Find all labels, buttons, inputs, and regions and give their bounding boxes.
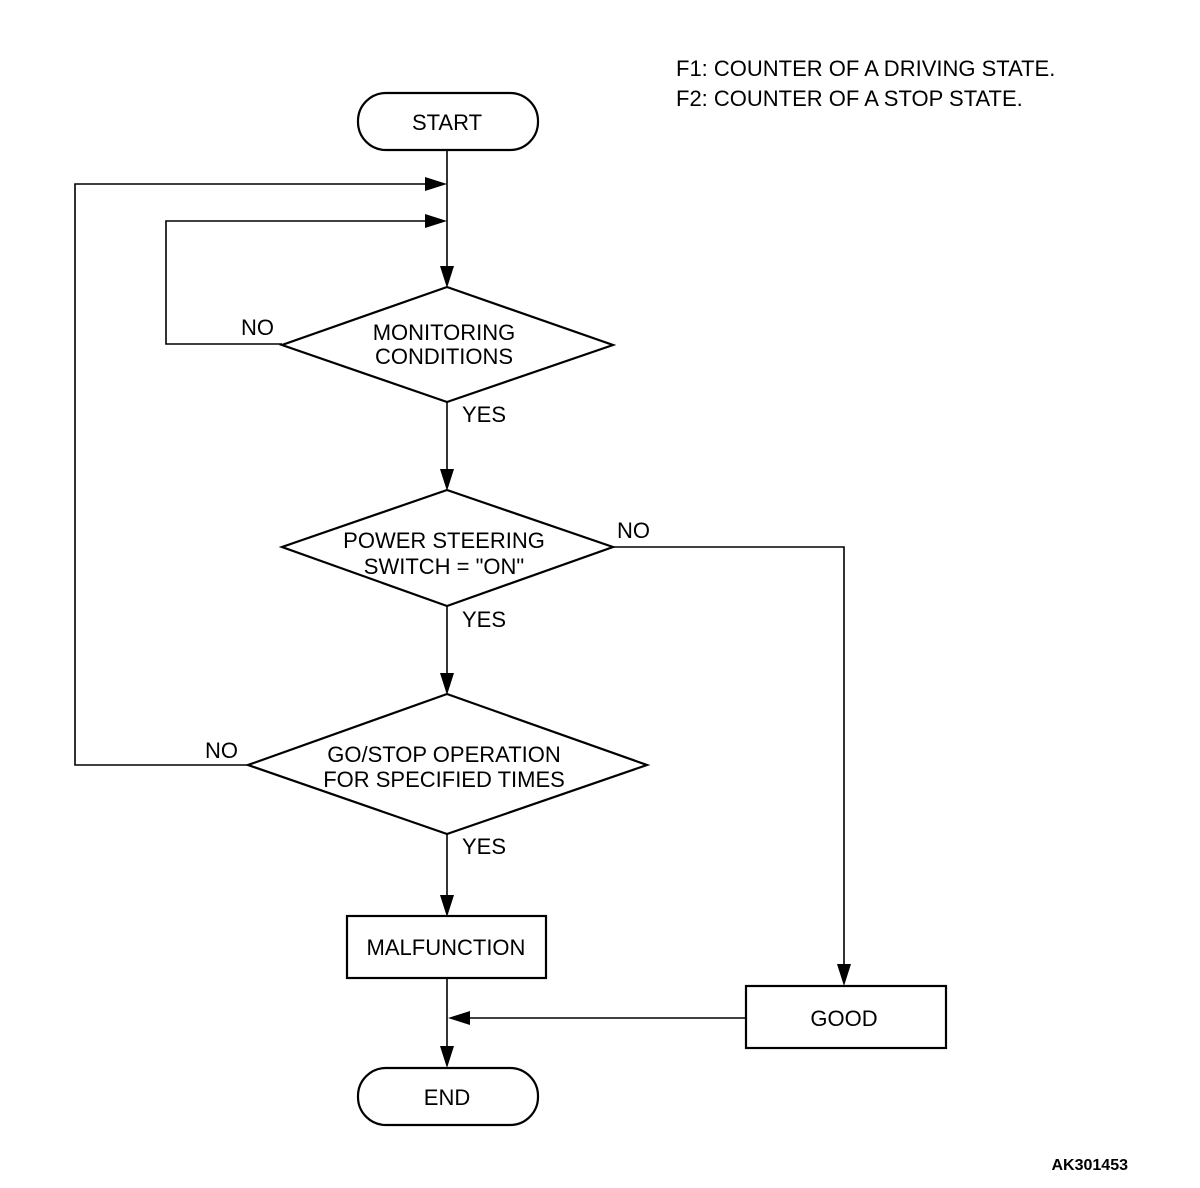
power-label-line1: POWER STEERING bbox=[343, 528, 545, 553]
edge-label-power-no: NO bbox=[617, 518, 650, 543]
arrowhead-into-end bbox=[440, 1046, 454, 1068]
arrowhead-into-malfunction bbox=[440, 895, 454, 917]
gostop-label-line1: GO/STOP OPERATION bbox=[327, 742, 561, 767]
malfunction-label: MALFUNCTION bbox=[367, 935, 526, 960]
arrowhead-into-good bbox=[837, 964, 851, 986]
connector-monitoring-no-loop bbox=[165, 220, 430, 345]
connector-gostop-no-loop bbox=[74, 183, 430, 766]
arrowhead-into-power bbox=[440, 469, 454, 491]
arrowhead-good-to-end bbox=[448, 1011, 470, 1025]
edge-label-gostop-no: NO bbox=[205, 738, 238, 763]
end-terminal: END bbox=[356, 1066, 540, 1127]
good-process: GOOD bbox=[744, 984, 948, 1050]
figure-id: AK301453 bbox=[1052, 1157, 1129, 1174]
edge-label-monitoring-no: NO bbox=[241, 315, 274, 340]
arrowhead-loop-monitoring bbox=[425, 214, 447, 228]
connectors bbox=[74, 150, 845, 1050]
good-label: GOOD bbox=[810, 1006, 877, 1031]
start-label: START bbox=[412, 110, 482, 135]
start-terminal: START bbox=[356, 91, 540, 152]
legend-f2: F2: COUNTER OF A STOP STATE. bbox=[676, 86, 1023, 111]
monitoring-conditions-decision: MONITORING CONDITIONS bbox=[278, 285, 617, 404]
arrowheads bbox=[425, 177, 851, 1068]
gostop-label-line2: FOR SPECIFIED TIMES bbox=[323, 767, 565, 792]
power-steering-switch-decision: POWER STEERING SWITCH = "ON" bbox=[278, 488, 617, 608]
arrowhead-into-gostop bbox=[440, 673, 454, 695]
arrowhead-loop-gostop bbox=[425, 177, 447, 191]
malfunction-process: MALFUNCTION bbox=[345, 914, 548, 980]
arrowhead-into-monitoring bbox=[440, 266, 454, 288]
legend-f1: F1: COUNTER OF A DRIVING STATE. bbox=[676, 56, 1055, 81]
monitoring-label-line1: MONITORING bbox=[373, 320, 516, 345]
go-stop-operation-decision: GO/STOP OPERATION FOR SPECIFIED TIMES bbox=[244, 692, 651, 836]
power-label-line2: SWITCH = "ON" bbox=[364, 554, 524, 579]
end-label: END bbox=[424, 1085, 470, 1110]
edge-label-gostop-yes: YES bbox=[462, 834, 506, 859]
edge-label-power-yes: YES bbox=[462, 607, 506, 632]
monitoring-label-line2: CONDITIONS bbox=[375, 344, 513, 369]
edge-label-monitoring-yes: YES bbox=[462, 402, 506, 427]
connector-power-no-to-good bbox=[613, 546, 845, 968]
